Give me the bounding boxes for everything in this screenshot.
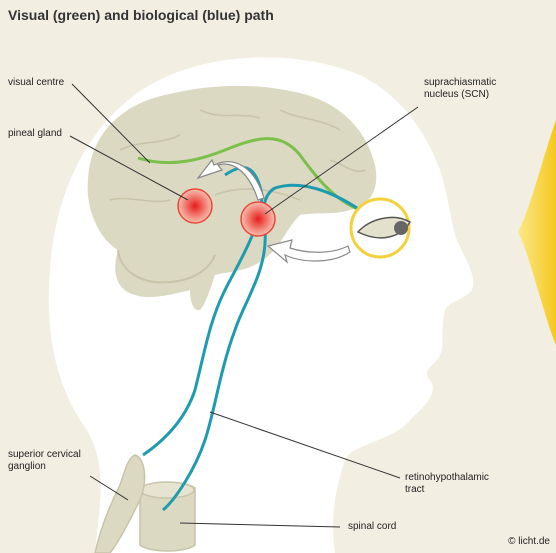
light-source [518,120,556,345]
scn-icon [240,201,276,237]
visual-path [137,137,361,212]
eye-icon [349,197,412,259]
label-pineal-gland: pineal gland [8,128,62,139]
brain-folds [109,109,366,203]
spinal-column-top [139,481,195,499]
label-scg-line1: superior cervical [8,449,81,460]
leader-lines [69,83,419,528]
label-scn-line2: nucleus (SCN) [424,89,490,100]
brain [87,85,377,311]
label-visual-centre: visual centre [8,77,65,88]
label-rht-line2: tract [405,484,425,495]
signal-arrows [196,158,351,264]
label-scn: suprachiasmatic nucleus (SCN) [424,77,496,101]
diagram-title: Visual (green) and biological (blue) pat… [8,7,274,23]
credit: © licht.de [508,536,550,547]
label-retinohypothalamic-tract: retinohypothalamic tract [405,472,489,496]
label-superior-cervical-ganglion: superior cervical ganglion [8,449,81,473]
label-scg-line2: ganglion [8,461,46,472]
label-rht-line1: retinohypothalamic [405,472,489,483]
biological-path [142,166,361,512]
pineal-gland-icon [177,188,213,224]
cerebellum [117,249,216,284]
superior-cervical-ganglion [94,454,146,553]
label-spinal-cord: spinal cord [348,521,397,532]
label-scn-line1: suprachiasmatic [424,77,497,88]
